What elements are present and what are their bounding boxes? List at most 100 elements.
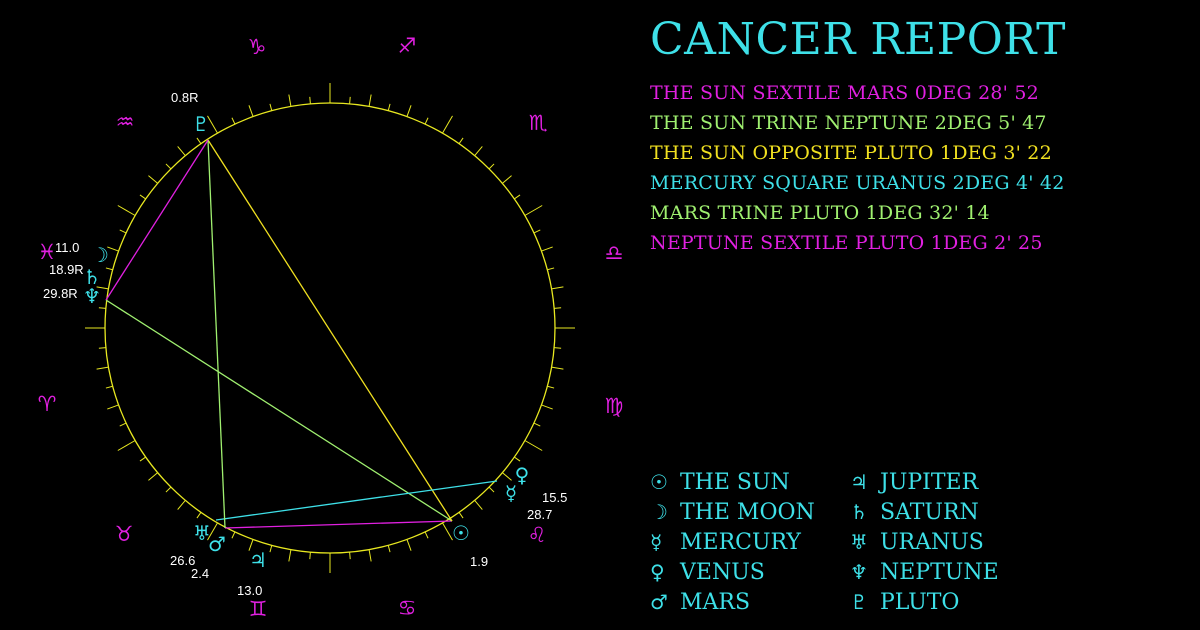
- wheel-tick: [349, 552, 351, 560]
- wheel-tick: [177, 146, 186, 156]
- legend-label: THE SUN: [680, 470, 790, 495]
- wheel-tick: [514, 194, 521, 200]
- legend-label: SATURN: [880, 500, 979, 525]
- uranus-degree: 26.6: [170, 553, 195, 568]
- wheel-tick: [458, 137, 464, 144]
- wheel-tick: [288, 94, 292, 107]
- neptune-icon: ♆: [850, 560, 868, 584]
- mercury-degree: 28.7: [527, 507, 552, 522]
- wheel-tick: [502, 472, 512, 481]
- legend-item-venus: ♀VENUS: [650, 557, 765, 588]
- pluto-icon: ♇: [850, 590, 868, 614]
- legend-item-saturn: ♄SATURN: [850, 497, 979, 528]
- wheel-ticks: [85, 83, 575, 573]
- jupiter-icon: ♃: [249, 548, 267, 572]
- scorpio-icon: ♏: [529, 111, 548, 135]
- uranus-icon: ♅: [193, 521, 211, 545]
- legend-item-neptune: ♆ NEPTUNE: [850, 557, 999, 588]
- venus-icon: ♀: [515, 463, 530, 487]
- wheel-tick: [541, 404, 553, 410]
- wheel-tick: [105, 267, 113, 271]
- neptune-icon: ♆: [83, 284, 101, 308]
- planet-degrees: 0.8R 11.0 18.9R 29.8R 15.5 28.7 1.9 26.6…: [43, 90, 567, 598]
- legend-item-jupiter: ♃JUPITER: [850, 467, 978, 498]
- wheel-tick: [148, 472, 158, 481]
- wheel-tick: [458, 512, 464, 519]
- wheel-tick: [551, 366, 564, 370]
- legend-label: MARS: [680, 590, 751, 615]
- gemini-icon: ♊: [249, 597, 268, 621]
- wheel-tick: [387, 545, 391, 553]
- wheel-tick: [119, 229, 127, 234]
- sagittarius-icon: ♐: [398, 34, 417, 58]
- wheel-tick: [387, 103, 391, 111]
- taurus-icon: ♉: [115, 522, 134, 546]
- legend-label: URANUS: [880, 530, 984, 555]
- pluto-icon: ♇: [192, 112, 210, 136]
- legend-label: VENUS: [680, 560, 765, 585]
- wheel-tick: [524, 440, 543, 451]
- wheel-tick: [541, 246, 553, 252]
- wheel-tick: [502, 175, 512, 184]
- wheel-tick: [107, 246, 119, 252]
- legend-label: NEPTUNE: [880, 560, 999, 585]
- neptune-degree: 29.8R: [43, 286, 78, 301]
- legend-item-sun: ☉ THE SUN: [650, 467, 790, 498]
- mars-icon: ♂: [650, 590, 668, 614]
- cancer-icon: ♋: [398, 596, 417, 620]
- wheel-tick: [288, 549, 292, 562]
- wheel-tick: [139, 194, 146, 200]
- virgo-icon: ♍: [605, 394, 624, 418]
- wheel-tick: [309, 552, 311, 560]
- legend-item-mercury: ☿MERCURY: [650, 527, 801, 558]
- aspect-lines: [105, 139, 498, 529]
- wheel-tick: [547, 385, 555, 389]
- wheel-tick: [117, 205, 136, 216]
- wheel-tick: [96, 286, 109, 290]
- wheel-tick: [248, 539, 254, 551]
- wheel-tick: [524, 205, 543, 216]
- moon-icon: ☽: [91, 243, 109, 267]
- wheel-tick: [533, 422, 541, 427]
- jupiter-icon: ♃: [850, 470, 868, 494]
- aspect-item: NEPTUNE SEXTILE PLUTO 1DEG 2' 25: [650, 232, 1043, 254]
- wheel-tick: [554, 347, 562, 349]
- wheel-tick: [207, 522, 218, 541]
- wheel-tick: [98, 347, 106, 349]
- wheel-tick: [207, 115, 218, 134]
- wheel-tick: [368, 549, 372, 562]
- aspect-line-mars-pluto: [207, 139, 226, 529]
- legend-item-pluto: ♇PLUTO: [850, 587, 959, 618]
- aspect-item: MARS TRINE PLUTO 1DEG 32' 14: [650, 202, 990, 224]
- wheel-tick: [248, 105, 254, 117]
- wheel-tick: [119, 422, 127, 427]
- wheel-tick: [165, 486, 172, 493]
- jupiter-degree: 13.0: [237, 583, 262, 598]
- wheel-tick: [98, 307, 106, 309]
- wheel-tick: [551, 286, 564, 290]
- venus-degree: 15.5: [542, 490, 567, 505]
- wheel-tick: [105, 385, 113, 389]
- wheel-tick: [349, 96, 351, 104]
- wheel-tick: [514, 456, 521, 462]
- legend-item-moon: ☽THE MOON: [650, 497, 815, 528]
- sun-degree: 1.9: [470, 554, 488, 569]
- wheel-tick: [231, 531, 236, 539]
- sun-icon: ☉: [650, 470, 668, 494]
- aspect-line-neptune-pluto: [105, 139, 209, 301]
- aries-icon: ♈: [38, 392, 57, 416]
- wheel-tick: [117, 440, 136, 451]
- legend-item-mars: ♂ MARS: [650, 587, 750, 618]
- capricorn-icon: ♑: [248, 35, 267, 59]
- aspect-line-mercury-uranus: [215, 480, 498, 521]
- wheel-tick: [139, 456, 146, 462]
- aspect-line-sun-neptune: [105, 299, 453, 522]
- wheel-tick: [442, 522, 453, 541]
- saturn-icon: ♄: [83, 265, 101, 289]
- mars-icon: ♂: [208, 532, 226, 556]
- wheel-tick: [406, 105, 412, 117]
- aspect-item: THE SUN TRINE NEPTUNE 2DEG 5' 47: [650, 112, 1047, 134]
- natal-chart-wheel: ♈ ♉ ♊ ♋ ♌ ♍ ♎ ♏ ♐ ♑ ♒ ♓ ♇ ☽ ♄ ♆ ♀ ☿ ☉ ♅ …: [38, 34, 624, 621]
- wheel-tick: [148, 175, 158, 184]
- wheel-circle: [104, 102, 556, 554]
